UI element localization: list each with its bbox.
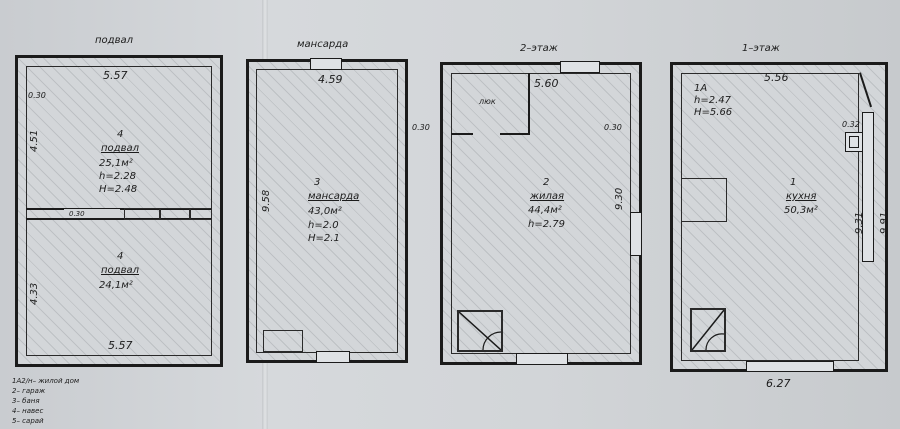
basement-top-width: 5.57	[103, 69, 128, 82]
basement-upper-height: 4.51	[29, 129, 40, 152]
floor1-bottom-width: 6.27	[766, 377, 791, 390]
floor2-hatch-wall-right	[500, 133, 530, 135]
basement-doorway	[64, 209, 120, 218]
floor1-top-width: 5.56	[764, 71, 789, 84]
legend-item-3: 3– баня	[12, 397, 40, 405]
basement-wall-note: 0.30	[28, 91, 46, 100]
floor2-room-number: 2	[543, 177, 550, 188]
basement-outer-wall	[15, 55, 223, 367]
basement-title: подвал	[95, 35, 133, 46]
floor1-note-h: h=2.47	[694, 95, 731, 106]
floor2-hatch-label: люк	[479, 97, 496, 106]
floor1-right-wall-strip	[862, 112, 874, 262]
attic-title: мансарда	[297, 39, 349, 50]
basement-upper-room-number: 4	[117, 129, 124, 140]
basement-upper-room-H: H=2.48	[99, 184, 138, 195]
attic-hatch	[249, 62, 405, 360]
floor1-wall-note: 0.32	[842, 120, 860, 129]
attic-window-bottom	[316, 351, 350, 363]
floor1-room-name: кухня	[786, 191, 817, 202]
attic-window-top	[310, 58, 342, 70]
floor1-stair	[690, 308, 726, 352]
basement-upper-room-name: подвал	[101, 143, 139, 154]
attic-room-H: H=2.1	[308, 233, 340, 244]
basement-lower-room-name: подвал	[101, 265, 139, 276]
legend-item-5: 5– сарай	[12, 417, 44, 425]
legend-item-4: 4– навес	[12, 407, 44, 415]
basement-partition-cell-1	[124, 208, 160, 220]
basement-partition-note: 0.30	[69, 210, 85, 218]
attic-side-height: 9.58	[261, 189, 272, 212]
attic-room-number: 3	[314, 177, 321, 188]
floor1-outer-height: 9.91	[879, 211, 890, 234]
floor1-window-bottom	[746, 361, 834, 372]
legend-item-2: 2– гараж	[12, 387, 46, 395]
basement-partition-cell-2	[160, 208, 190, 220]
floor2-hatch-wall-left	[451, 133, 473, 135]
attic-top-width: 4.59	[318, 73, 343, 86]
floor2-room-name: жилая	[530, 191, 565, 202]
floor1-title: 1–этаж	[742, 43, 780, 54]
attic-room-name: мансарда	[308, 191, 360, 202]
stove-icon	[849, 136, 859, 148]
floor2-window-right	[630, 212, 642, 256]
floor2-room-h: h=2.79	[528, 219, 565, 230]
basement-lower-room-number: 4	[117, 251, 124, 262]
basement-upper-room-h: h=2.28	[99, 171, 136, 182]
attic-room-area: 43,0м²	[308, 206, 342, 217]
floor2-top-width: 5.60	[534, 77, 559, 90]
floor1-stair-symbol	[692, 310, 724, 350]
floor2-hatch	[443, 65, 639, 362]
attic-stair-opening	[263, 330, 303, 352]
floor2-side-height: 9.30	[614, 187, 625, 210]
floor1-note-1a: 1А	[694, 83, 708, 94]
basement-lower-room-area: 24,1м²	[99, 280, 133, 291]
attic-wall-note: 0.30	[412, 123, 430, 132]
basement-lower-height: 4.33	[29, 282, 40, 305]
floor2-stair	[457, 310, 503, 352]
floor1-stove	[845, 132, 863, 152]
attic-room-h: h=2.0	[308, 220, 339, 231]
floor2-hatch-wall-vertical	[528, 73, 530, 135]
basement-bottom-width: 5.57	[108, 339, 133, 352]
floor2-stair-symbol	[459, 312, 501, 350]
floor2-room-area: 44,4м²	[528, 205, 562, 216]
floor1-room-area: 50,3м²	[784, 205, 818, 216]
legend-item-1: 1А2/н– жилой дом	[12, 377, 80, 385]
basement-partition-bottom	[26, 218, 212, 220]
floor2-title: 2–этаж	[520, 43, 558, 54]
floor2-window-bottom	[516, 353, 568, 365]
floor1-note-H: H=5.66	[694, 107, 733, 118]
basement-partition-cell-3	[190, 208, 212, 220]
floor2-wall-note: 0.30	[604, 123, 622, 132]
floor1-hatch	[673, 65, 885, 369]
floor1-entry-box	[681, 178, 727, 222]
floor1-inner-height: 9.31	[854, 211, 865, 234]
basement-upper-room-area: 25,1м²	[99, 158, 133, 169]
floor2-window-top	[560, 61, 600, 73]
floor1-room-number: 1	[790, 177, 797, 188]
